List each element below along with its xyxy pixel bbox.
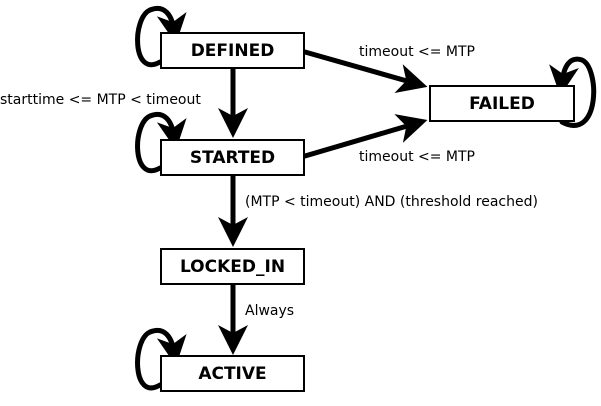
state-failed: FAILED — [429, 85, 575, 122]
state-locked-in-label: LOCKED_IN — [180, 257, 285, 277]
state-defined-label: DEFINED — [191, 41, 275, 61]
state-started-label: STARTED — [190, 148, 275, 168]
defined-self-loop — [135, 6, 187, 68]
label-defined-to-failed: timeout <= MTP — [359, 44, 475, 60]
state-locked-in: LOCKED_IN — [160, 248, 305, 285]
active-self-loop — [135, 328, 187, 391]
label-started-to-locked-in: (MTP < timeout) AND (threshold reached) — [245, 194, 538, 210]
label-locked-in-to-active: Always — [245, 303, 294, 319]
failed-self-loop — [549, 56, 597, 128]
state-started: STARTED — [160, 139, 305, 176]
state-active-label: ACTIVE — [198, 364, 266, 384]
started-self-loop — [135, 112, 187, 174]
label-started-to-failed: timeout <= MTP — [359, 149, 475, 165]
state-failed-label: FAILED — [469, 94, 535, 114]
edge-defined-to-failed — [302, 49, 428, 94]
state-active: ACTIVE — [160, 355, 305, 392]
state-defined: DEFINED — [160, 32, 305, 69]
label-defined-to-started: starttime <= MTP < timeout — [0, 92, 201, 108]
edge-started-to-failed — [302, 114, 428, 159]
